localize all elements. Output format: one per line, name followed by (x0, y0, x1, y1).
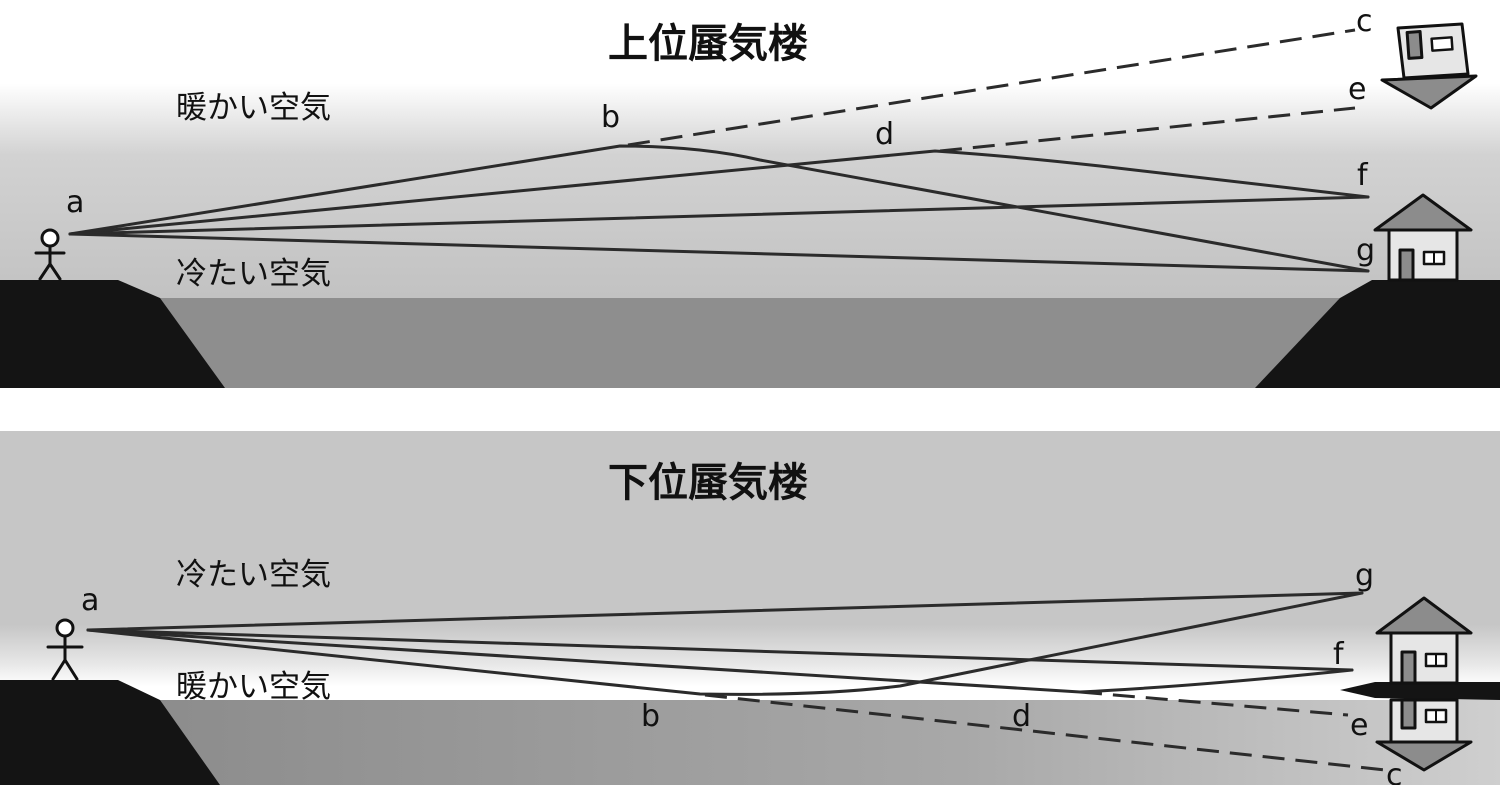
upper-point-f: f (1357, 158, 1369, 193)
lower-light-rays (86, 591, 1386, 772)
lower-point-b: b (641, 699, 660, 734)
lower-ray-upper (86, 628, 1354, 672)
upper-point-b: b (601, 100, 620, 135)
lower-ray-top (86, 591, 1364, 632)
lower-panel: 下位蜃気楼 冷たい空気 暖かい空気 a b c d e f g (0, 431, 1500, 785)
upper-right-bank (1255, 280, 1500, 388)
lower-warm-air-label: 暖かい空気 (176, 669, 331, 705)
lower-point-c: c (1386, 758, 1403, 785)
upper-point-e: e (1348, 72, 1366, 107)
lower-point-f: f (1333, 637, 1345, 672)
lower-horizon-strip (1340, 682, 1500, 700)
upper-light-rays (68, 28, 1370, 273)
lower-point-d: d (1012, 699, 1031, 734)
panel-separator (0, 388, 1500, 431)
upper-point-g: g (1356, 233, 1375, 268)
lower-apparent-line-c (704, 693, 1386, 772)
upper-observer-icon (34, 228, 66, 281)
upper-ray-direct (68, 232, 1370, 273)
lower-ray-b (86, 591, 1364, 696)
upper-panel: 上位蜃気楼 暖かい空気 冷たい空気 a b c d e f g (0, 0, 1500, 388)
upper-water (150, 298, 1350, 388)
lower-left-bank (0, 680, 220, 785)
lower-apparent-line-e (1079, 690, 1349, 717)
upper-apparent-line-c (627, 28, 1356, 147)
upper-point-a: a (66, 185, 84, 220)
upper-ray-low (68, 195, 1370, 236)
lower-house-icon (1375, 596, 1473, 685)
lower-water (150, 700, 1500, 785)
lower-observer-icon (46, 618, 84, 681)
upper-apparent-line-e (939, 106, 1356, 153)
lower-mirage-house-icon (1375, 698, 1473, 772)
lower-sky (0, 431, 1500, 700)
upper-cold-air-label: 冷たい空気 (176, 256, 331, 292)
upper-point-c: c (1356, 4, 1373, 39)
lower-point-e: e (1350, 708, 1368, 743)
upper-title: 上位蜃気楼 (608, 21, 808, 67)
upper-warm-air-label: 暖かい空気 (176, 90, 331, 126)
upper-mirage-house-icon (1380, 22, 1478, 110)
lower-cold-air-label: 冷たい空気 (176, 557, 331, 593)
lower-title: 下位蜃気楼 (608, 460, 808, 506)
upper-point-d: d (875, 117, 894, 152)
upper-house-icon (1373, 193, 1473, 282)
lower-point-g: g (1355, 558, 1374, 593)
lower-ray-d (86, 628, 1354, 694)
lower-point-a: a (81, 583, 99, 618)
upper-left-bank (0, 280, 225, 388)
